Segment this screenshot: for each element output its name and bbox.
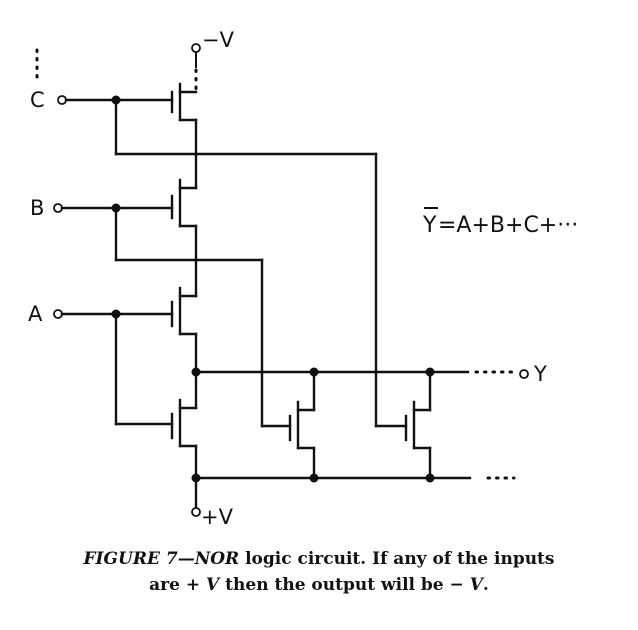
caption-line-1: FIGURE 7—NOR logic circuit. If any of th… [0, 546, 638, 572]
equation-rhs: =A+B+C+··· [438, 213, 578, 238]
input-c-wiring [35, 48, 408, 428]
caption-line2-mid: then the output will be − [219, 575, 470, 595]
caption-dash: — [177, 549, 195, 569]
caption-line2-end: . [482, 575, 489, 595]
caption-line2-pre: are + [149, 575, 207, 595]
transistor-b [170, 178, 198, 298]
caption-line1-text: logic circuit. If any of the inputs [239, 549, 555, 569]
caption-line-2: are + V then the output will be − V. [0, 572, 638, 598]
input-b-wiring [53, 203, 292, 428]
supply-terminal-top [191, 43, 201, 53]
input-label-c: C [30, 88, 45, 112]
caption-term: NOR [194, 549, 240, 569]
junction-dot [425, 473, 435, 483]
output-terminal [519, 369, 529, 379]
transistor-parallel-b [288, 370, 316, 480]
input-a-wiring [53, 309, 174, 426]
output-label: Y [533, 362, 547, 386]
figure-caption: FIGURE 7—NOR logic circuit. If any of th… [0, 546, 638, 598]
caption-v1: V [206, 575, 220, 595]
supply-bus-bottom [191, 473, 516, 517]
junction-dot [191, 473, 201, 483]
output-bus [191, 367, 529, 379]
equation-lhs: Y [422, 213, 437, 238]
logic-equation: Y =A+B+C+··· [422, 207, 578, 238]
supply-terminal-bottom [191, 507, 201, 517]
junction-dot [309, 473, 319, 483]
transistor-c [170, 82, 198, 190]
caption-figure-label: FIGURE 7 [83, 549, 178, 569]
caption-v2: V [469, 575, 483, 595]
transistor-load-a [170, 370, 198, 510]
input-label-a: A [28, 302, 43, 326]
transistor-parallel-c [404, 370, 432, 480]
supply-label-bottom: +V [201, 505, 234, 529]
supply-label-top: −V [202, 28, 235, 52]
series-chain [178, 52, 198, 94]
input-label-b: B [30, 196, 44, 220]
transistor-a [170, 286, 198, 374]
